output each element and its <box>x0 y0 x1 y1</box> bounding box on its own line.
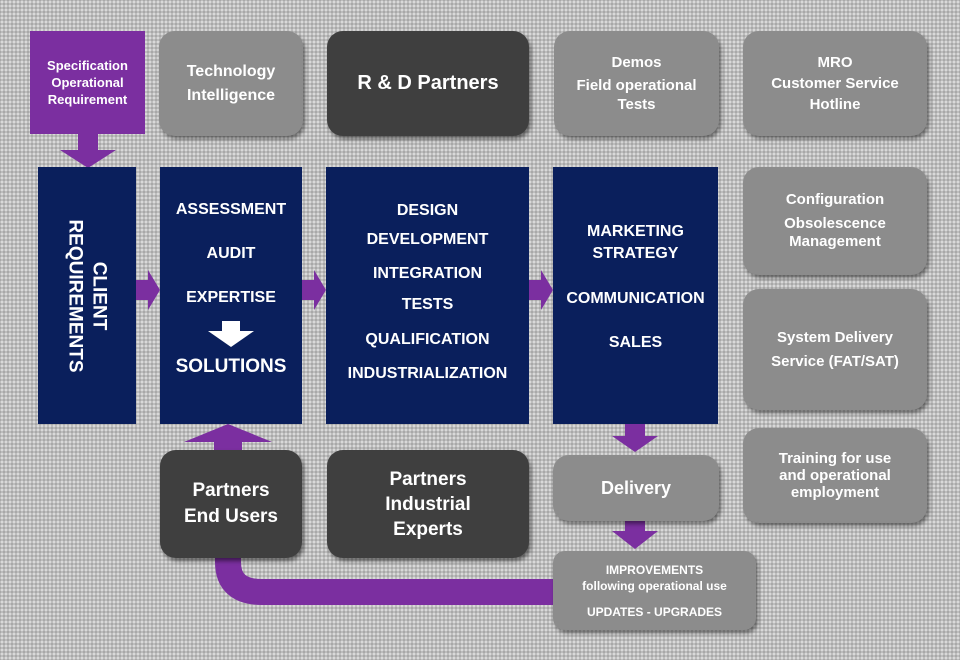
delivery-label: Delivery <box>600 477 672 498</box>
demos-line1: Demos <box>611 54 662 71</box>
design-item4: TESTS <box>401 296 454 313</box>
client-requirements-box: CLIENT REQUIREMENTS <box>38 167 136 424</box>
system-delivery-line2: Service (FAT/SAT) <box>771 352 899 370</box>
marketing-item1: MARKETING <box>587 223 684 240</box>
tech-line1: Technology <box>186 62 276 80</box>
rd-partners-box: R & D Partners <box>327 31 529 136</box>
demos-box: Demos Field operational Tests <box>554 31 719 136</box>
design-item6: INDUSTRIALIZATION <box>347 365 508 382</box>
down-arrow-icon <box>208 321 254 347</box>
configuration-box: Configuration Obsolescence Management <box>743 167 927 275</box>
config-line2: Obsolescence <box>784 215 886 232</box>
technology-intelligence-box: Technology Intelligence <box>159 31 303 136</box>
marketing-box: MARKETING STRATEGY COMMUNICATION SALES <box>553 167 718 424</box>
training-line2: and operational <box>779 467 891 484</box>
config-line1: Configuration <box>785 191 885 208</box>
tech-line2: Intelligence <box>186 86 276 104</box>
improvements-line3: UPDATES - UPGRADES <box>586 604 723 619</box>
design-item2: DEVELOPMENT <box>366 231 489 248</box>
client-to-assessment-arrow <box>136 270 160 310</box>
delivery-to-improvements-arrow <box>612 521 658 549</box>
assessment-result: SOLUTIONS <box>175 356 287 377</box>
mro-box: MRO Customer Service Hotline <box>743 31 927 136</box>
spec-line1: Specification <box>47 58 128 73</box>
endusers-to-solutions-arrow <box>184 424 272 450</box>
partners-end-users-box: Partners End Users <box>160 450 302 558</box>
design-item1: DESIGN <box>396 202 459 219</box>
specification-box: Specification Operational Requirement <box>30 31 145 134</box>
assessment-item3: EXPERTISE <box>186 289 276 306</box>
marketing-to-delivery-arrow <box>612 424 658 452</box>
demos-line2: Field operational <box>576 77 697 94</box>
mro-line1: MRO <box>817 54 853 71</box>
assessment-box: ASSESSMENT AUDIT EXPERTISE SOLUTIONS <box>160 167 302 424</box>
rd-label: R & D Partners <box>357 72 499 94</box>
marketing-item2: STRATEGY <box>592 245 679 262</box>
system-delivery-line1: System Delivery <box>777 328 893 346</box>
client-requirements-vertical-text: CLIENT REQUIREMENTS <box>63 219 111 372</box>
assessment-to-design-arrow <box>302 270 326 310</box>
design-box: DESIGN DEVELOPMENT INTEGRATION TESTS QUA… <box>326 167 529 424</box>
config-line3: Management <box>789 233 881 250</box>
spec-line2: Operational <box>51 75 124 90</box>
assessment-item1: ASSESSMENT <box>175 201 287 218</box>
design-item3: INTEGRATION <box>372 265 483 282</box>
design-to-marketing-arrow <box>529 270 553 310</box>
partners-end-line2: End Users <box>184 506 278 527</box>
training-line1: Training for use <box>778 450 892 467</box>
training-box: Training for use and operational employm… <box>743 428 927 523</box>
mro-line3: Hotline <box>809 96 861 113</box>
design-item5: QUALIFICATION <box>365 331 490 348</box>
feedback-loop-arrow <box>215 558 553 605</box>
training-line3: employment <box>790 484 880 501</box>
marketing-item3: COMMUNICATION <box>566 290 705 307</box>
mro-line2: Customer Service <box>771 75 899 92</box>
system-delivery-box: System Delivery Service (FAT/SAT) <box>743 289 927 410</box>
marketing-item4: SALES <box>608 334 663 351</box>
improvements-line1: IMPROVEMENTS <box>605 562 704 577</box>
partners-end-line1: Partners <box>192 480 270 501</box>
demos-line3: Tests <box>617 96 656 113</box>
improvements-box: IMPROVEMENTS following operational use U… <box>553 551 756 630</box>
partners-ind-line1: Partners <box>389 468 467 490</box>
partners-industrial-box: Partners Industrial Experts <box>327 450 529 558</box>
delivery-box: Delivery <box>553 455 719 521</box>
improvements-line2: following operational use <box>582 578 727 593</box>
spec-down-arrow <box>60 134 116 168</box>
client-line2: REQUIREMENTS <box>65 218 87 373</box>
client-line1: CLIENT <box>89 261 111 330</box>
assessment-item2: AUDIT <box>206 245 256 262</box>
partners-ind-line3: Experts <box>393 518 463 540</box>
spec-line3: Requirement <box>47 92 128 107</box>
partners-ind-line2: Industrial <box>385 493 471 515</box>
